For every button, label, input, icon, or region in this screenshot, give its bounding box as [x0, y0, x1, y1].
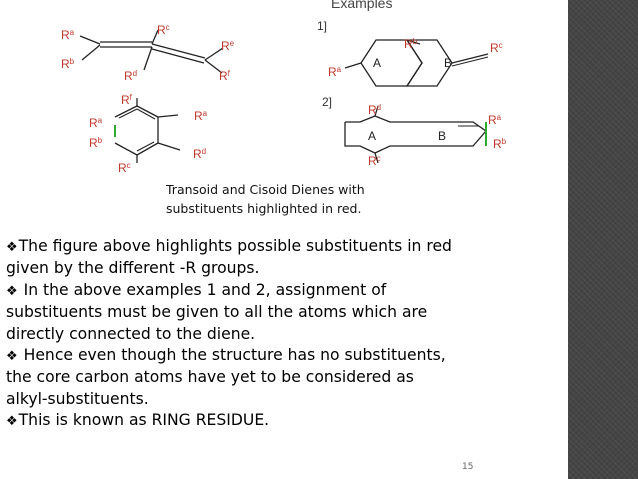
bullet-line-5: directly connected to the diene. — [6, 324, 256, 343]
ring-a-label: A — [373, 56, 381, 70]
label-re: Re — [221, 39, 235, 53]
ring-diene-labels: Rf Ra Ra Rb Rd Rc — [89, 93, 208, 175]
diamond-bullet-icon: ❖ — [6, 283, 18, 299]
example-1-labels: A B Rb Rc Ra — [328, 37, 503, 79]
ring-b-label: B — [438, 129, 446, 143]
ring-a-label: A — [368, 129, 376, 143]
bullet-line-9: ❖This is known as RING RESIDUE. — [6, 411, 270, 430]
diene-structures-svg: Examples Ra Rb Rc Rd Re Rf Rf — [61, 0, 507, 175]
bullet-line-6: ❖ Hence even though the structure has no… — [6, 346, 446, 365]
bullet-line-1: ❖The figure above highlights possible su… — [6, 237, 452, 255]
label-rc: Rc — [490, 41, 503, 55]
bullet-line-3: ❖ In the above examples 1 and 2, assignm… — [6, 280, 387, 299]
example-1-bonds — [344, 39, 489, 87]
label-rb: Rb — [89, 136, 103, 150]
decorative-sidebar — [568, 0, 638, 479]
example-2-bonds — [344, 105, 487, 164]
diamond-bullet-icon: ❖ — [6, 349, 18, 365]
label-rc: Rc — [157, 23, 170, 37]
example-1-number: 1] — [317, 19, 327, 33]
acyclic-diene-bonds — [79, 29, 224, 74]
diamond-bullet-icon: ❖ — [6, 240, 18, 255]
label-rf: Rf — [121, 93, 133, 107]
examples-header: Examples — [331, 0, 392, 11]
label-rc: Rc — [118, 161, 131, 175]
label-rd: Rd — [368, 103, 381, 117]
label-rf: Rf — [219, 69, 231, 83]
label-rb: Rb — [404, 37, 418, 51]
figure-caption: Transoid and Cisoid Dienes with substitu… — [166, 180, 416, 218]
caption-line-2: substituents highlighted in red. — [166, 201, 362, 216]
label-ra-left: Ra — [89, 116, 103, 130]
bullet-text-block: ❖The figure above highlights possible su… — [6, 236, 566, 433]
label-ra: Ra — [328, 65, 342, 79]
bullet-line-2: given by the different -R groups. — [6, 259, 260, 278]
example-2-number: 2] — [322, 95, 332, 109]
ring-b-label: B — [444, 56, 452, 70]
chemistry-figure: Examples Ra Rb Rc Rd Re Rf Rf — [0, 0, 568, 230]
label-rb: Rb — [493, 137, 507, 151]
diamond-bullet-icon: ❖ — [6, 414, 18, 430]
bullet-line-8: alkyl-substituents. — [6, 389, 149, 408]
example-2-labels: A B Rd Ra Rb Rc — [368, 103, 507, 168]
caption-line-1: Transoid and Cisoid Dienes with — [166, 182, 365, 197]
label-rb: Rb — [61, 57, 75, 71]
label-ra: Ra — [61, 28, 75, 42]
label-rd: Rd — [193, 147, 206, 161]
acyclic-diene-labels: Ra Rb Rc Rd Re Rf — [61, 23, 235, 83]
label-rd: Rd — [124, 69, 137, 83]
label-rc: Rc — [368, 154, 381, 168]
label-ra: Ra — [194, 109, 208, 123]
bullet-line-4: substituents must be given to all the at… — [6, 303, 428, 322]
ring-diene-bonds — [114, 98, 181, 163]
page-number: 15 — [462, 462, 474, 472]
label-ra: Ra — [488, 113, 502, 127]
bullet-line-7: the core carbon atoms have yet to be con… — [6, 368, 414, 387]
